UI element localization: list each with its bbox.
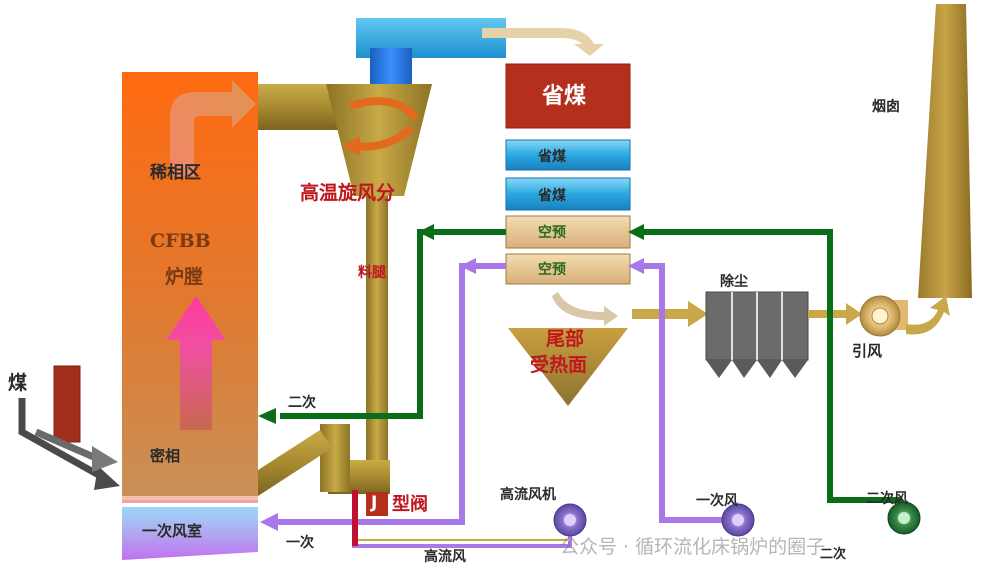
id-fan — [859, 295, 908, 337]
cyclone-label: 高温旋风分 — [300, 182, 396, 204]
primary-air-box — [122, 507, 258, 560]
dipleg — [366, 196, 388, 464]
cyclone — [258, 18, 506, 496]
coal-label: 煤 — [8, 372, 28, 394]
furnace — [122, 72, 258, 560]
dust-collector — [705, 291, 809, 378]
air-heater-1 — [505, 215, 631, 249]
cfbb-label: CFBB — [150, 230, 211, 252]
j-valve-letter: J — [371, 493, 378, 513]
primary-air-inlet-label: 一次 — [286, 535, 314, 551]
dense-zone-label: 密相 — [150, 447, 181, 465]
secondary-fan-label: 二次风 — [866, 491, 908, 507]
secondary-air-lines — [280, 229, 902, 503]
high-flow-fan-label: 高流风机 — [500, 487, 556, 503]
chimney-label: 烟囱 — [872, 99, 900, 115]
primary-air-box-label: 一次风室 — [142, 522, 203, 540]
primary-air-fan — [721, 503, 755, 537]
heat-exchanger-stack — [505, 63, 631, 285]
flue-gas-up-arrow — [170, 80, 256, 176]
id-fan-label: 引风 — [852, 342, 883, 360]
j-valve-label: 型阀 — [392, 494, 428, 515]
chimney — [918, 4, 972, 298]
air-heater-2-label: 空预 — [538, 262, 566, 278]
primary-air-lines — [278, 263, 738, 548]
economizer-1-label: 省煤 — [538, 149, 566, 165]
tail-surface-label-1: 尾部 — [546, 328, 585, 350]
flue-gas-arrow-to-economizer — [482, 28, 604, 56]
air-heater-2 — [505, 253, 631, 285]
dipleg-label: 料腿 — [358, 265, 386, 281]
secondary-fan-sub-label: 二次 — [820, 547, 847, 562]
economizer-2-label: 省煤 — [538, 188, 566, 204]
coal-feeder — [18, 365, 120, 490]
watermark: 公众号 · 循环流化床锅炉的圈子 — [560, 536, 826, 558]
high-flow-fan — [553, 503, 587, 537]
secondary-air-inlet-label: 二次 — [288, 395, 316, 411]
economizer-1 — [505, 139, 631, 171]
secondary-air-fan — [887, 501, 921, 535]
j-valve-badge — [366, 492, 388, 516]
air-heater-1-label: 空预 — [538, 225, 566, 241]
dilute-zone-label: 稀相区 — [150, 163, 201, 183]
dust-collector-label: 除尘 — [720, 274, 748, 290]
high-flow-air-label: 高流风 — [424, 549, 466, 565]
gas-flow-up-arrow — [166, 296, 226, 430]
secondary-air-arrowhead — [258, 408, 276, 424]
economizer-2 — [505, 177, 631, 211]
tail-heating-surface — [508, 328, 628, 406]
tail-surface-label-2: 受热面 — [530, 354, 588, 376]
economizer-main-label: 省煤 — [542, 84, 587, 109]
primary-fan-label: 一次风 — [696, 493, 738, 509]
furnace-label: 炉膛 — [165, 266, 204, 288]
economizer-main — [505, 63, 631, 129]
return-leg — [258, 430, 332, 496]
